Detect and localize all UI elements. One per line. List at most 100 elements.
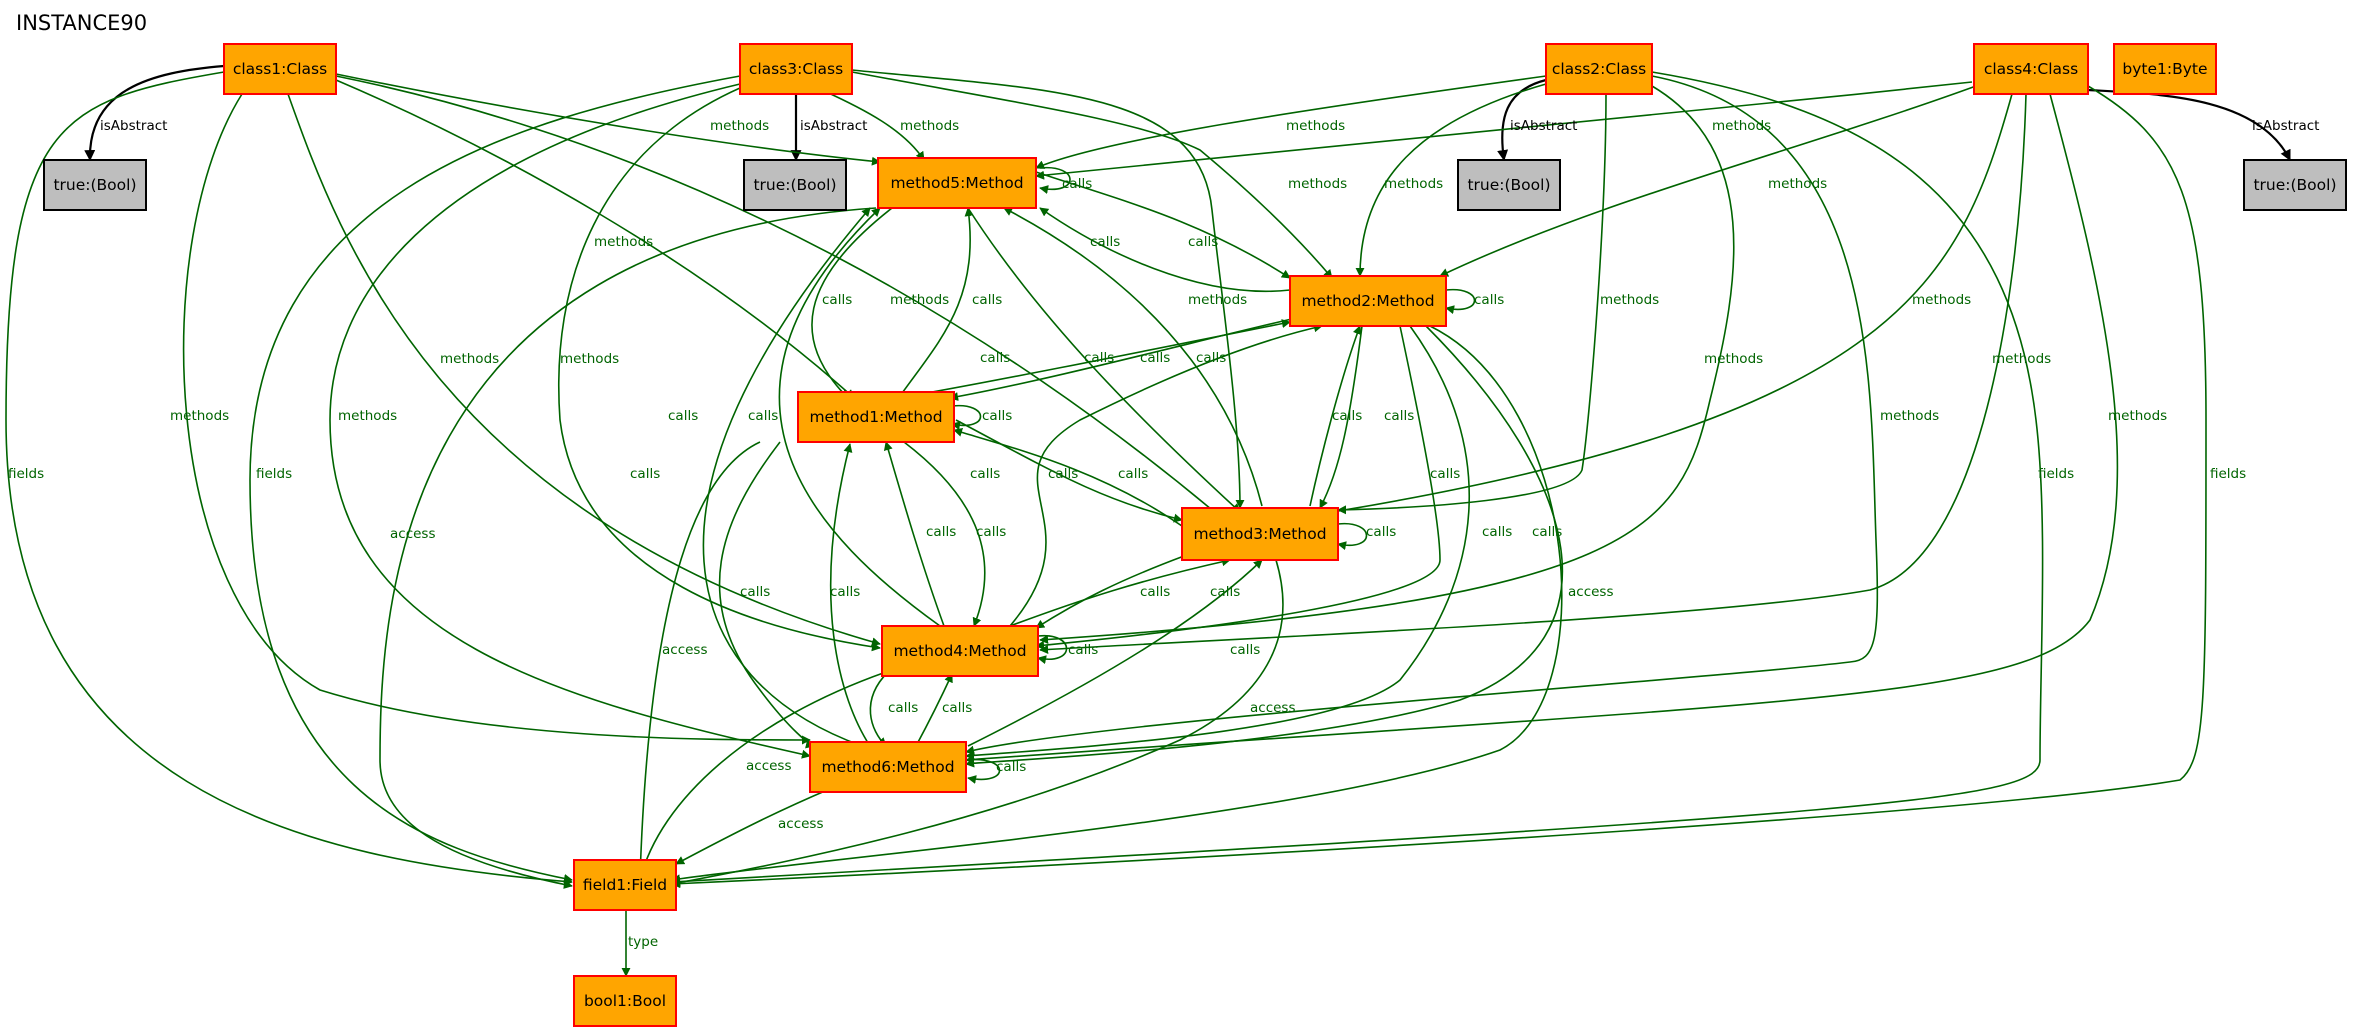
edge-label-isabstract: isAbstract [1510, 118, 1577, 134]
edge-label-calls: calls [1140, 584, 1170, 600]
node-label: class1:Class [233, 60, 327, 78]
edge-label-type: type [628, 934, 658, 950]
node-label: method5:Method [890, 174, 1023, 192]
edge-label-calls: calls [926, 524, 956, 540]
node-label: true:(Bool) [2253, 176, 2336, 194]
node-bool1[interactable]: bool1:Bool [573, 975, 677, 1027]
node-label: method3:Method [1193, 525, 1326, 543]
node-class4[interactable]: class4:Class [1973, 43, 2089, 95]
edge-label-calls: calls [1384, 408, 1414, 424]
edge-label-methods: methods [1992, 351, 2051, 367]
node-class3[interactable]: class3:Class [739, 43, 853, 95]
node-label: true:(Bool) [753, 176, 836, 194]
edge-label-methods: methods [1286, 118, 1345, 134]
node-label: field1:Field [583, 876, 667, 894]
node-label: class2:Class [1552, 60, 1646, 78]
relation-edges [5, 69, 2207, 977]
node-bool-value[interactable]: true:(Bool) [743, 159, 847, 211]
node-label: bool1:Bool [584, 992, 666, 1010]
node-method4[interactable]: method4:Method [881, 625, 1039, 677]
edge-label-methods: methods [1600, 292, 1659, 308]
edge-label-isabstract: isAbstract [100, 118, 167, 134]
edge-label-methods: methods [1768, 176, 1827, 192]
node-method1[interactable]: method1:Method [797, 391, 955, 443]
node-method2[interactable]: method2:Method [1289, 275, 1447, 327]
edge-label-calls: calls [996, 759, 1026, 775]
edge-label-group: isAbstract isAbstract isAbstract isAbstr… [8, 118, 2319, 950]
node-label: byte1:Byte [2122, 60, 2207, 78]
node-bool-value[interactable]: true:(Bool) [1457, 159, 1561, 211]
edge-label-isabstract: isAbstract [2252, 118, 2319, 134]
edge-label-calls: calls [1532, 524, 1562, 540]
node-label: class4:Class [1984, 60, 2078, 78]
node-class1[interactable]: class1:Class [223, 43, 337, 95]
node-method5[interactable]: method5:Method [877, 157, 1037, 209]
edge-label-calls: calls [1090, 234, 1120, 250]
node-bool-value[interactable]: true:(Bool) [2243, 159, 2347, 211]
edge-label-fields: fields [8, 466, 44, 482]
edge-label-calls: calls [970, 466, 1000, 482]
edge-label-calls: calls [1048, 466, 1078, 482]
edge-label-calls: calls [942, 700, 972, 716]
edge-label-fields: fields [2210, 466, 2246, 482]
node-class2[interactable]: class2:Class [1545, 43, 1653, 95]
edge-label-access: access [1568, 584, 1614, 600]
node-method6[interactable]: method6:Method [809, 741, 967, 793]
edge-label-access: access [746, 758, 792, 774]
edge-label-calls: calls [1210, 584, 1240, 600]
node-field1[interactable]: field1:Field [573, 859, 677, 911]
node-label: true:(Bool) [1467, 176, 1550, 194]
edge-label-fields: fields [256, 466, 292, 482]
edge-label-calls: calls [748, 408, 778, 424]
edge-label-methods: methods [1288, 176, 1347, 192]
node-label: method2:Method [1301, 292, 1434, 310]
edge-label-methods: methods [1912, 292, 1971, 308]
edge-label-calls: calls [1062, 176, 1092, 192]
edge-label-calls: calls [630, 466, 660, 482]
edge-label-methods: methods [440, 351, 499, 367]
edge-label-methods: methods [1712, 118, 1771, 134]
edge-label-calls: calls [980, 350, 1010, 366]
node-label: method4:Method [893, 642, 1026, 660]
node-byte1[interactable]: byte1:Byte [2113, 43, 2217, 95]
edge-label-calls: calls [830, 584, 860, 600]
edge-label-methods: methods [170, 408, 229, 424]
edge-label-access: access [662, 642, 708, 658]
node-label: method6:Method [821, 758, 954, 776]
node-bool-value[interactable]: true:(Bool) [43, 159, 147, 211]
edge-label-calls: calls [982, 408, 1012, 424]
edge-label-calls: calls [1332, 408, 1362, 424]
edge-label-isabstract: isAbstract [800, 118, 867, 134]
edge-label-calls: calls [1482, 524, 1512, 540]
node-method3[interactable]: method3:Method [1181, 507, 1339, 561]
node-label: class3:Class [749, 60, 843, 78]
diagram-title: INSTANCE90 [16, 11, 147, 35]
node-label: method1:Method [809, 408, 942, 426]
edge-label-access: access [390, 526, 436, 542]
edge-label-calls: calls [1366, 524, 1396, 540]
edge-label-calls: calls [976, 524, 1006, 540]
edge-label-methods: methods [1384, 176, 1443, 192]
edge-label-calls: calls [1140, 350, 1170, 366]
edge-label-calls: calls [1068, 642, 1098, 658]
edge-label-calls: calls [1196, 350, 1226, 366]
edge-label-calls: calls [740, 584, 770, 600]
node-label: true:(Bool) [53, 176, 136, 194]
edge-label-calls: calls [822, 292, 852, 308]
edge-label-calls: calls [1118, 466, 1148, 482]
edge-label-calls: calls [1230, 642, 1260, 658]
edge-label-methods: methods [560, 351, 619, 367]
edge-label-methods: methods [890, 292, 949, 308]
edge-label-methods: methods [900, 118, 959, 134]
edge-label-methods: methods [1704, 351, 1763, 367]
edge-label-calls: calls [1430, 466, 1460, 482]
edge-label-fields: fields [2038, 466, 2074, 482]
edge-label-methods: methods [1880, 408, 1939, 424]
edge-label-calls: calls [972, 292, 1002, 308]
edge-label-calls: calls [888, 700, 918, 716]
edge-label-calls: calls [1188, 234, 1218, 250]
edge-label-methods: methods [594, 234, 653, 250]
edge-label-access: access [778, 816, 824, 832]
edge-label-methods: methods [2108, 408, 2167, 424]
edge-label-calls: calls [668, 408, 698, 424]
